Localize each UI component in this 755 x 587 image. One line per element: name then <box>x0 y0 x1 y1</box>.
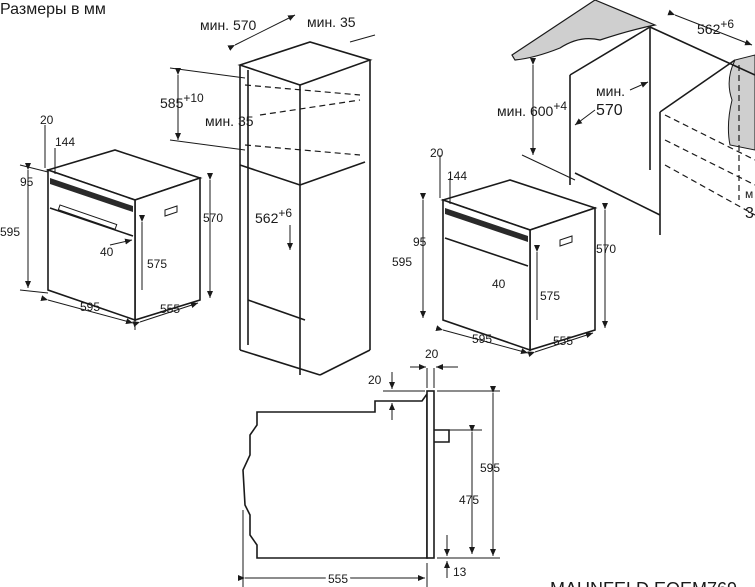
tall-cabinet-iso <box>169 14 376 376</box>
dim-uc-cut-value: 3 <box>745 205 754 222</box>
dim-side-595: 595 <box>480 461 500 475</box>
dim-left-575: 575 <box>147 257 167 271</box>
dim-left-595-width: 595 <box>80 300 100 314</box>
dim-right-555: 555 <box>553 334 573 348</box>
dim-right-570: 570 <box>596 242 616 256</box>
dim-uc-562: 562+6 <box>697 17 734 37</box>
dim-side-13: 13 <box>453 565 467 579</box>
dim-cab-min35-mid: мин. 35 <box>205 113 254 129</box>
dim-side-20-top: 20 <box>425 347 439 361</box>
dim-cab-min35-top: мин. 35 <box>307 14 356 30</box>
dim-uc-min570-label: мин. <box>596 83 625 99</box>
dim-left-570: 570 <box>203 211 223 225</box>
dim-left-555: 555 <box>160 302 180 316</box>
dim-right-575: 575 <box>540 289 560 303</box>
dim-left-40: 40 <box>100 245 114 259</box>
under-counter-cabinet-iso <box>511 0 755 235</box>
dim-uc-min600: мин. 600+4 <box>497 99 567 119</box>
right-oven-iso <box>420 155 608 358</box>
dim-left-595-height: 595 <box>0 225 20 239</box>
dim-left-20: 20 <box>40 113 54 127</box>
dim-right-144: 144 <box>447 169 467 183</box>
dim-side-475: 475 <box>459 493 479 507</box>
dim-uc-min570-value: 570 <box>596 102 623 119</box>
dim-side-555: 555 <box>328 572 348 586</box>
oven-side-view <box>238 364 500 587</box>
left-oven-iso <box>19 125 213 330</box>
dim-right-595-height: 595 <box>392 255 412 269</box>
dim-cab-min570: мин. 570 <box>200 17 257 33</box>
dim-right-595-width: 595 <box>472 332 492 346</box>
dim-right-20: 20 <box>430 146 444 160</box>
dim-left-144: 144 <box>55 135 75 149</box>
dim-right-40: 40 <box>492 277 506 291</box>
dim-cab-562: 562+6 <box>255 206 292 226</box>
model-name: MAUNFELD EOEM769 <box>550 579 737 587</box>
dim-uc-cut-label: м <box>745 187 753 201</box>
dim-side-20-left: 20 <box>368 373 382 387</box>
dim-left-95: 95 <box>20 175 34 189</box>
dim-right-95: 95 <box>413 235 427 249</box>
drawing-title: Размеры в мм <box>0 1 106 18</box>
dim-cab-585: 585+10 <box>160 91 204 111</box>
